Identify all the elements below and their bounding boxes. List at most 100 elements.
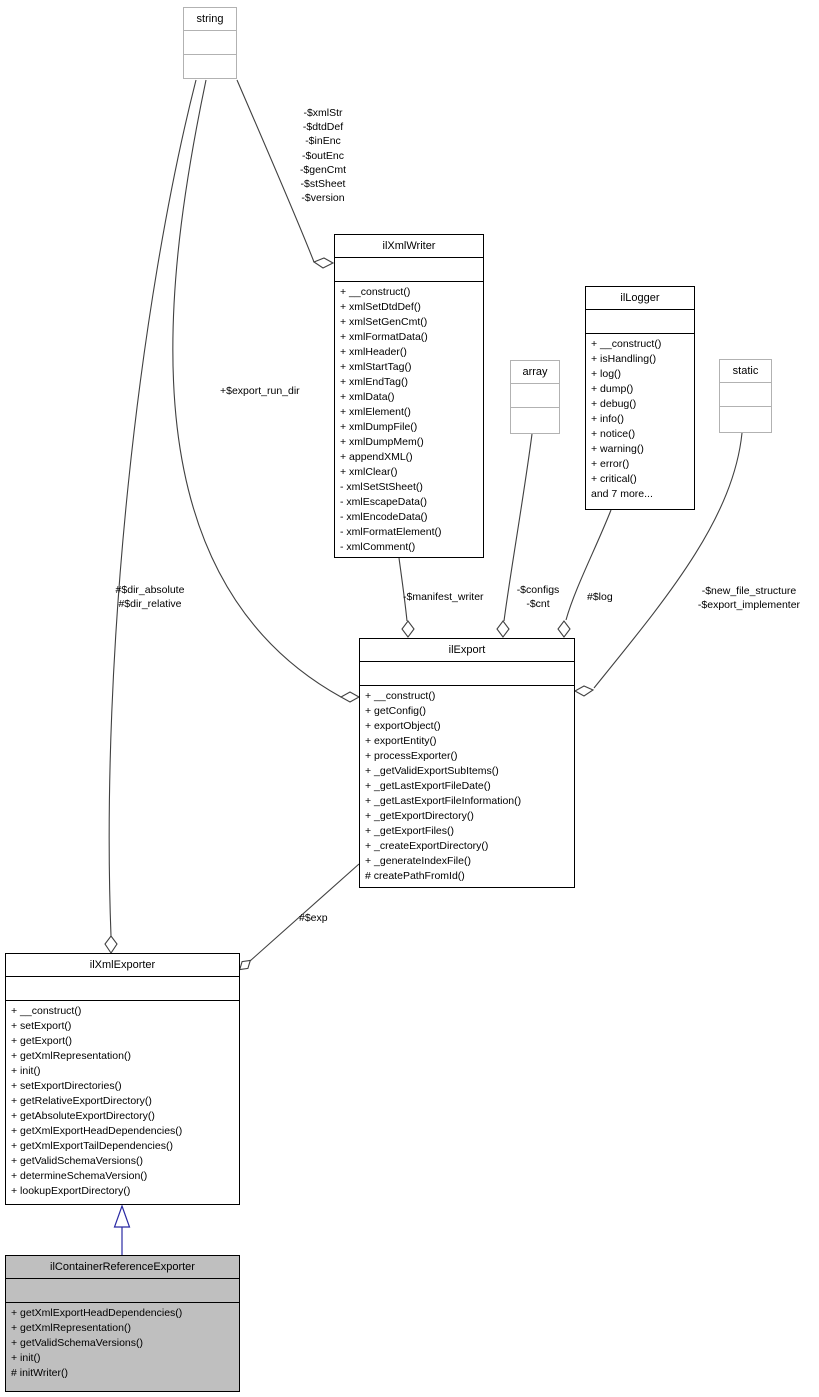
- edge-string-ilxmlwriter: [236, 79, 315, 263]
- method-label: + exportEntity(): [365, 735, 437, 747]
- method-label: + setExportDirectories(): [11, 1080, 122, 1092]
- class-string[interactable]: string: [183, 7, 237, 79]
- method-label: + xmlEndTag(): [340, 376, 408, 388]
- method-label: + lookupExportDirectory(): [11, 1185, 131, 1197]
- method-label: + determineSchemaVersion(): [11, 1170, 148, 1182]
- class-ilxmlexporter[interactable]: ilXmlExporter + __construct() + setExport…: [5, 953, 240, 1205]
- method-label: + critical(): [591, 473, 637, 485]
- aggregation-diamond-icon: [339, 691, 361, 703]
- method-label: + _getLastExportFileInformation(): [365, 795, 522, 807]
- class-title: string: [184, 8, 236, 31]
- edge-label-dir-members: #$dir_absolute #$dir_relative: [115, 584, 185, 611]
- method-label: + __construct(): [365, 690, 436, 702]
- aggregation-diamond-icon: [401, 620, 415, 638]
- method-label: + xmlDumpMem(): [340, 436, 424, 448]
- method-label: + getAbsoluteExportDirectory(): [11, 1110, 155, 1122]
- method-label: + isHandling(): [591, 353, 657, 365]
- method-label: + getXmlExportTailDependencies(): [11, 1140, 173, 1152]
- method-label: # initWriter(): [11, 1367, 68, 1379]
- method-label: + setExport(): [11, 1020, 72, 1032]
- method-label: + xmlFormatData(): [340, 331, 428, 343]
- method-label: - xmlEncodeData(): [340, 511, 428, 523]
- methods-compartment: + __construct() + setExport() + getExport(…: [6, 1001, 239, 1201]
- method-label: + init(): [11, 1352, 41, 1364]
- edge-ilexport-ilxmlexporter: [249, 863, 360, 962]
- method-label: + __construct(): [340, 286, 411, 298]
- class-title: ilContainerReferenceExporter: [6, 1256, 239, 1279]
- methods-compartment: + getXmlExportHeadDependencies() + getXml…: [6, 1303, 239, 1383]
- method-label: + getValidSchemaVersions(): [11, 1155, 143, 1167]
- method-label: + _getExportFiles(): [365, 825, 454, 837]
- method-label: + getXmlExportHeadDependencies(): [11, 1125, 183, 1137]
- class-ilxmlwriter[interactable]: ilXmlWriter + __construct() + xmlSetDtdDe…: [334, 234, 484, 558]
- method-label: + xmlData(): [340, 391, 395, 403]
- method-label: + _generateIndexFile(): [365, 855, 471, 867]
- class-illogger[interactable]: ilLogger + __construct()+ isHandling()+ …: [585, 286, 695, 510]
- method-label: + _getLastExportFileDate(): [365, 780, 491, 792]
- method-label: + info(): [591, 413, 624, 425]
- method-label: - xmlFormatElement(): [340, 526, 442, 538]
- method-label: + xmlClear(): [340, 466, 398, 478]
- aggregation-diamond-icon: [312, 257, 335, 269]
- method-label: + xmlSetGenCmt(): [340, 316, 428, 328]
- method-label: + xmlDumpFile(): [340, 421, 418, 433]
- method-label: # createPathFromId(): [365, 870, 465, 882]
- method-label: + appendXML(): [340, 451, 413, 463]
- method-label: + getRelativeExportDirectory(): [11, 1095, 152, 1107]
- attributes-compartment: [335, 258, 483, 282]
- inheritance-arrow-icon: [113, 1204, 131, 1228]
- method-label: + getExport(): [11, 1035, 72, 1047]
- class-title: array: [511, 361, 559, 384]
- attributes-compartment: [720, 383, 771, 407]
- edge-label-exp: #$exp: [299, 912, 328, 924]
- aggregation-diamond-icon: [496, 620, 510, 638]
- method-label: + getXmlRepresentation(): [11, 1322, 131, 1334]
- methods-compartment: + __construct() + xmlSetDtdDef() + xmlSetG…: [335, 282, 483, 557]
- attributes-compartment: [511, 384, 559, 408]
- class-ilcontainerreferenceexporter[interactable]: ilContainerReferenceExporter + getXmlExp…: [5, 1255, 240, 1392]
- methods-compartment: + __construct() + getConfig() + exportObje…: [360, 686, 574, 886]
- method-label: + xmlStartTag(): [340, 361, 412, 373]
- method-label: + xmlElement(): [340, 406, 411, 418]
- attributes-compartment: [6, 1279, 239, 1303]
- method-label: - xmlComment(): [340, 541, 416, 553]
- class-title: static: [720, 360, 771, 383]
- class-ilexport[interactable]: ilExport + __construct() + getConfig() + e…: [359, 638, 575, 888]
- aggregation-diamond-icon: [557, 620, 571, 638]
- method-label: + getXmlExportHeadDependencies(): [11, 1307, 183, 1319]
- edge-ilxmlwriter-ilexport: [398, 557, 408, 622]
- methods-compartment: + __construct() + isHandling() + log() + du…: [586, 334, 694, 504]
- method-label: + __construct(): [591, 338, 662, 350]
- edge-array-ilexport: [503, 433, 533, 622]
- method-label: + xmlHeader(): [340, 346, 407, 358]
- class-title: ilXmlWriter: [335, 235, 483, 258]
- edge-string-ilexport: [172, 79, 342, 698]
- aggregation-diamond-icon: [238, 959, 252, 971]
- edge-label-log: #$log: [587, 591, 613, 603]
- edge-label-implementer: -$new_file_structure -$export_implemente…: [697, 585, 801, 612]
- class-title: ilExport: [360, 639, 574, 662]
- class-array[interactable]: array: [510, 360, 560, 434]
- method-label: + dump(): [591, 383, 634, 395]
- class-title: ilXmlExporter: [6, 954, 239, 977]
- method-label: + getConfig(): [365, 705, 426, 717]
- method-label: + xmlSetDtdDef(): [340, 301, 421, 313]
- attributes-compartment: [360, 662, 574, 686]
- method-label: + debug(): [591, 398, 637, 410]
- method-label: + __construct(): [11, 1005, 82, 1017]
- method-label: + _getExportDirectory(): [365, 810, 474, 822]
- method-label: + exportObject(): [365, 720, 441, 732]
- method-label: + _getValidExportSubItems(): [365, 765, 499, 777]
- attributes-compartment: [6, 977, 239, 1001]
- class-static[interactable]: static: [719, 359, 772, 433]
- method-label: - xmlEscapeData(): [340, 496, 427, 508]
- method-label: + log(): [591, 368, 622, 380]
- edge-label-configs: -$configs -$cnt: [516, 584, 560, 611]
- method-label: + _createExportDirectory(): [365, 840, 489, 852]
- methods-compartment: [720, 407, 771, 412]
- aggregation-diamond-icon: [104, 935, 118, 954]
- methods-compartment: [184, 55, 236, 60]
- method-label: + getXmlRepresentation(): [11, 1050, 131, 1062]
- edge-label-export-run-dir: +$export_run_dir: [220, 385, 300, 397]
